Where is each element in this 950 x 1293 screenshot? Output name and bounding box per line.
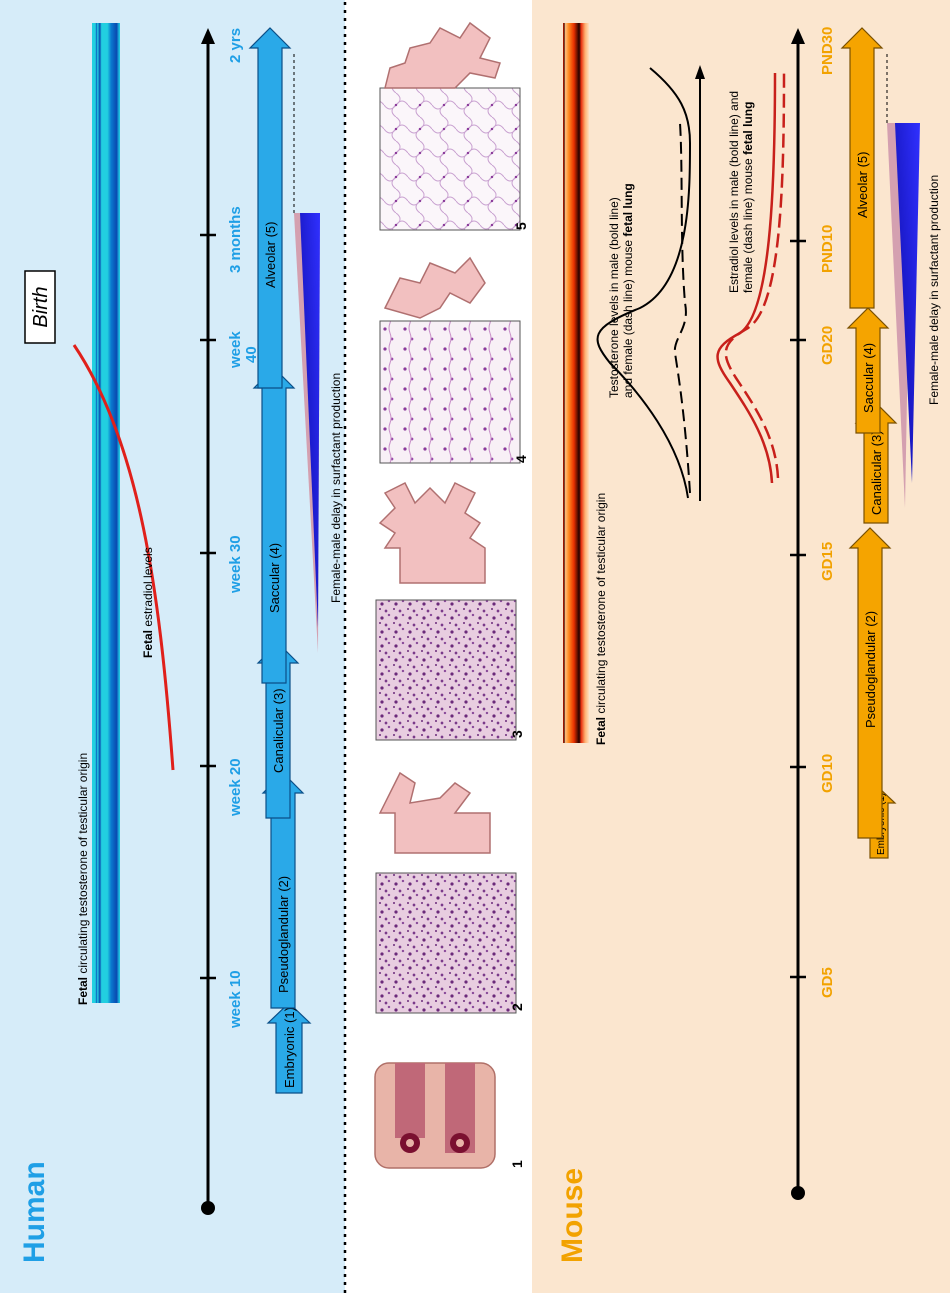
histology-stage1-illustration [375,1063,495,1168]
histology-stage-number-1: 1 [509,1160,525,1168]
mouse-tick-label-pnd10: PND10 [819,225,836,273]
histology-stage-number-3: 3 [509,730,525,738]
mouse-testo-lung-caption-line2: and female (dash line) mouse [621,237,635,398]
human-estradiol-caption-bold: Fetal [141,630,155,658]
histology-stage3-micrograph [376,600,516,740]
mouse-tick-label-gd10: GD10 [819,754,836,793]
human-estradiol-caption-rest: estradiol levels [141,547,155,630]
mouse-testosterone-caption-rest: circulating testosterone of testicular o… [594,493,608,717]
human-tick-label-3months: 3 months [227,206,244,273]
mouse-estradiol-lung-caption-line1: Estradiol levels in male (bold line) and [727,91,741,293]
human-stage-label-alveolar: Alveolar (5) [263,222,278,288]
mouse-testo-lung-caption-bold: fetal lung [621,183,635,236]
human-stage-label-canalicular: Canalicular (3) [271,688,286,773]
mouse-testosterone-caption-bold: Fetal [594,717,608,745]
mouse-panel-label: Mouse [556,1168,589,1263]
mouse-estradiol-lung-caption: Estradiol levels in male (bold line) and… [727,88,755,293]
human-testosterone-caption: Fetal circulating testosterone of testic… [76,753,90,1005]
human-testosterone-caption-rest: circulating testosterone of testicular o… [76,753,90,977]
human-estradiol-caption: Fetal estradiol levels [141,547,155,658]
histology-stage5-micrograph [380,88,520,230]
human-surfactant-caption: Female-male delay in surfactant producti… [329,373,343,603]
mouse-tick-label-gd5: GD5 [819,967,836,998]
histology-stage-number-4: 4 [513,455,529,463]
mouse-testo-lung-caption: Testosterone levels in male (bold line) … [607,183,635,398]
mouse-testosterone-bar [563,23,589,743]
mouse-tick-label-gd20: GD20 [819,326,836,365]
human-stage-label-saccular: Saccular (4) [267,543,282,613]
mouse-tick-label-gd15: GD15 [819,542,836,581]
mouse-testosterone-caption: Fetal circulating testosterone of testic… [594,493,608,745]
mouse-stage-label-pseudoglandular: Pseudoglandular (2) [863,611,878,728]
histology-stage-number-2: 2 [509,1003,525,1011]
mouse-estradiol-lung-caption-line2: female (dash line) mouse [741,155,755,293]
mouse-estradiol-lung-caption-bold: fetal lung [741,102,755,155]
human-stage-label-pseudoglandular: Pseudoglandular (2) [276,876,291,993]
human-panel-label: Human [18,1161,51,1263]
mouse-tick-label-pnd30: PND30 [819,27,836,75]
histology-stage2-micrograph [376,873,516,1013]
human-tick-label-2yrs: 2 yrs [227,28,244,63]
mouse-timeline-start [791,1186,805,1200]
human-panel [0,0,345,1293]
mouse-testo-lung-caption-line1: Testosterone levels in male (bold line) [607,197,621,398]
mouse-surfactant-caption: Female-male delay in surfactant producti… [927,175,941,405]
birth-label: Birth [30,286,52,327]
human-tick-label-week30: week 30 [227,535,244,594]
human-testosterone-bar [92,23,120,1003]
human-tick-label-week20: week 20 [227,758,244,817]
histology-stage4-micrograph [380,321,520,463]
mouse-stage-label-canalicular: Canalicular (3) [869,430,884,515]
human-testosterone-caption-bold: Fetal [76,977,90,1005]
human-timeline-start [201,1201,215,1215]
human-tick-label-week10: week 10 [227,970,244,1029]
human-stage-label-embryonic: Embryonic (1) [282,1007,297,1088]
mouse-stage-label-alveolar: Alveolar (5) [855,152,870,218]
mouse-stage-label-saccular: Saccular (4) [861,343,876,413]
histology-stage-number-5: 5 [513,222,529,230]
